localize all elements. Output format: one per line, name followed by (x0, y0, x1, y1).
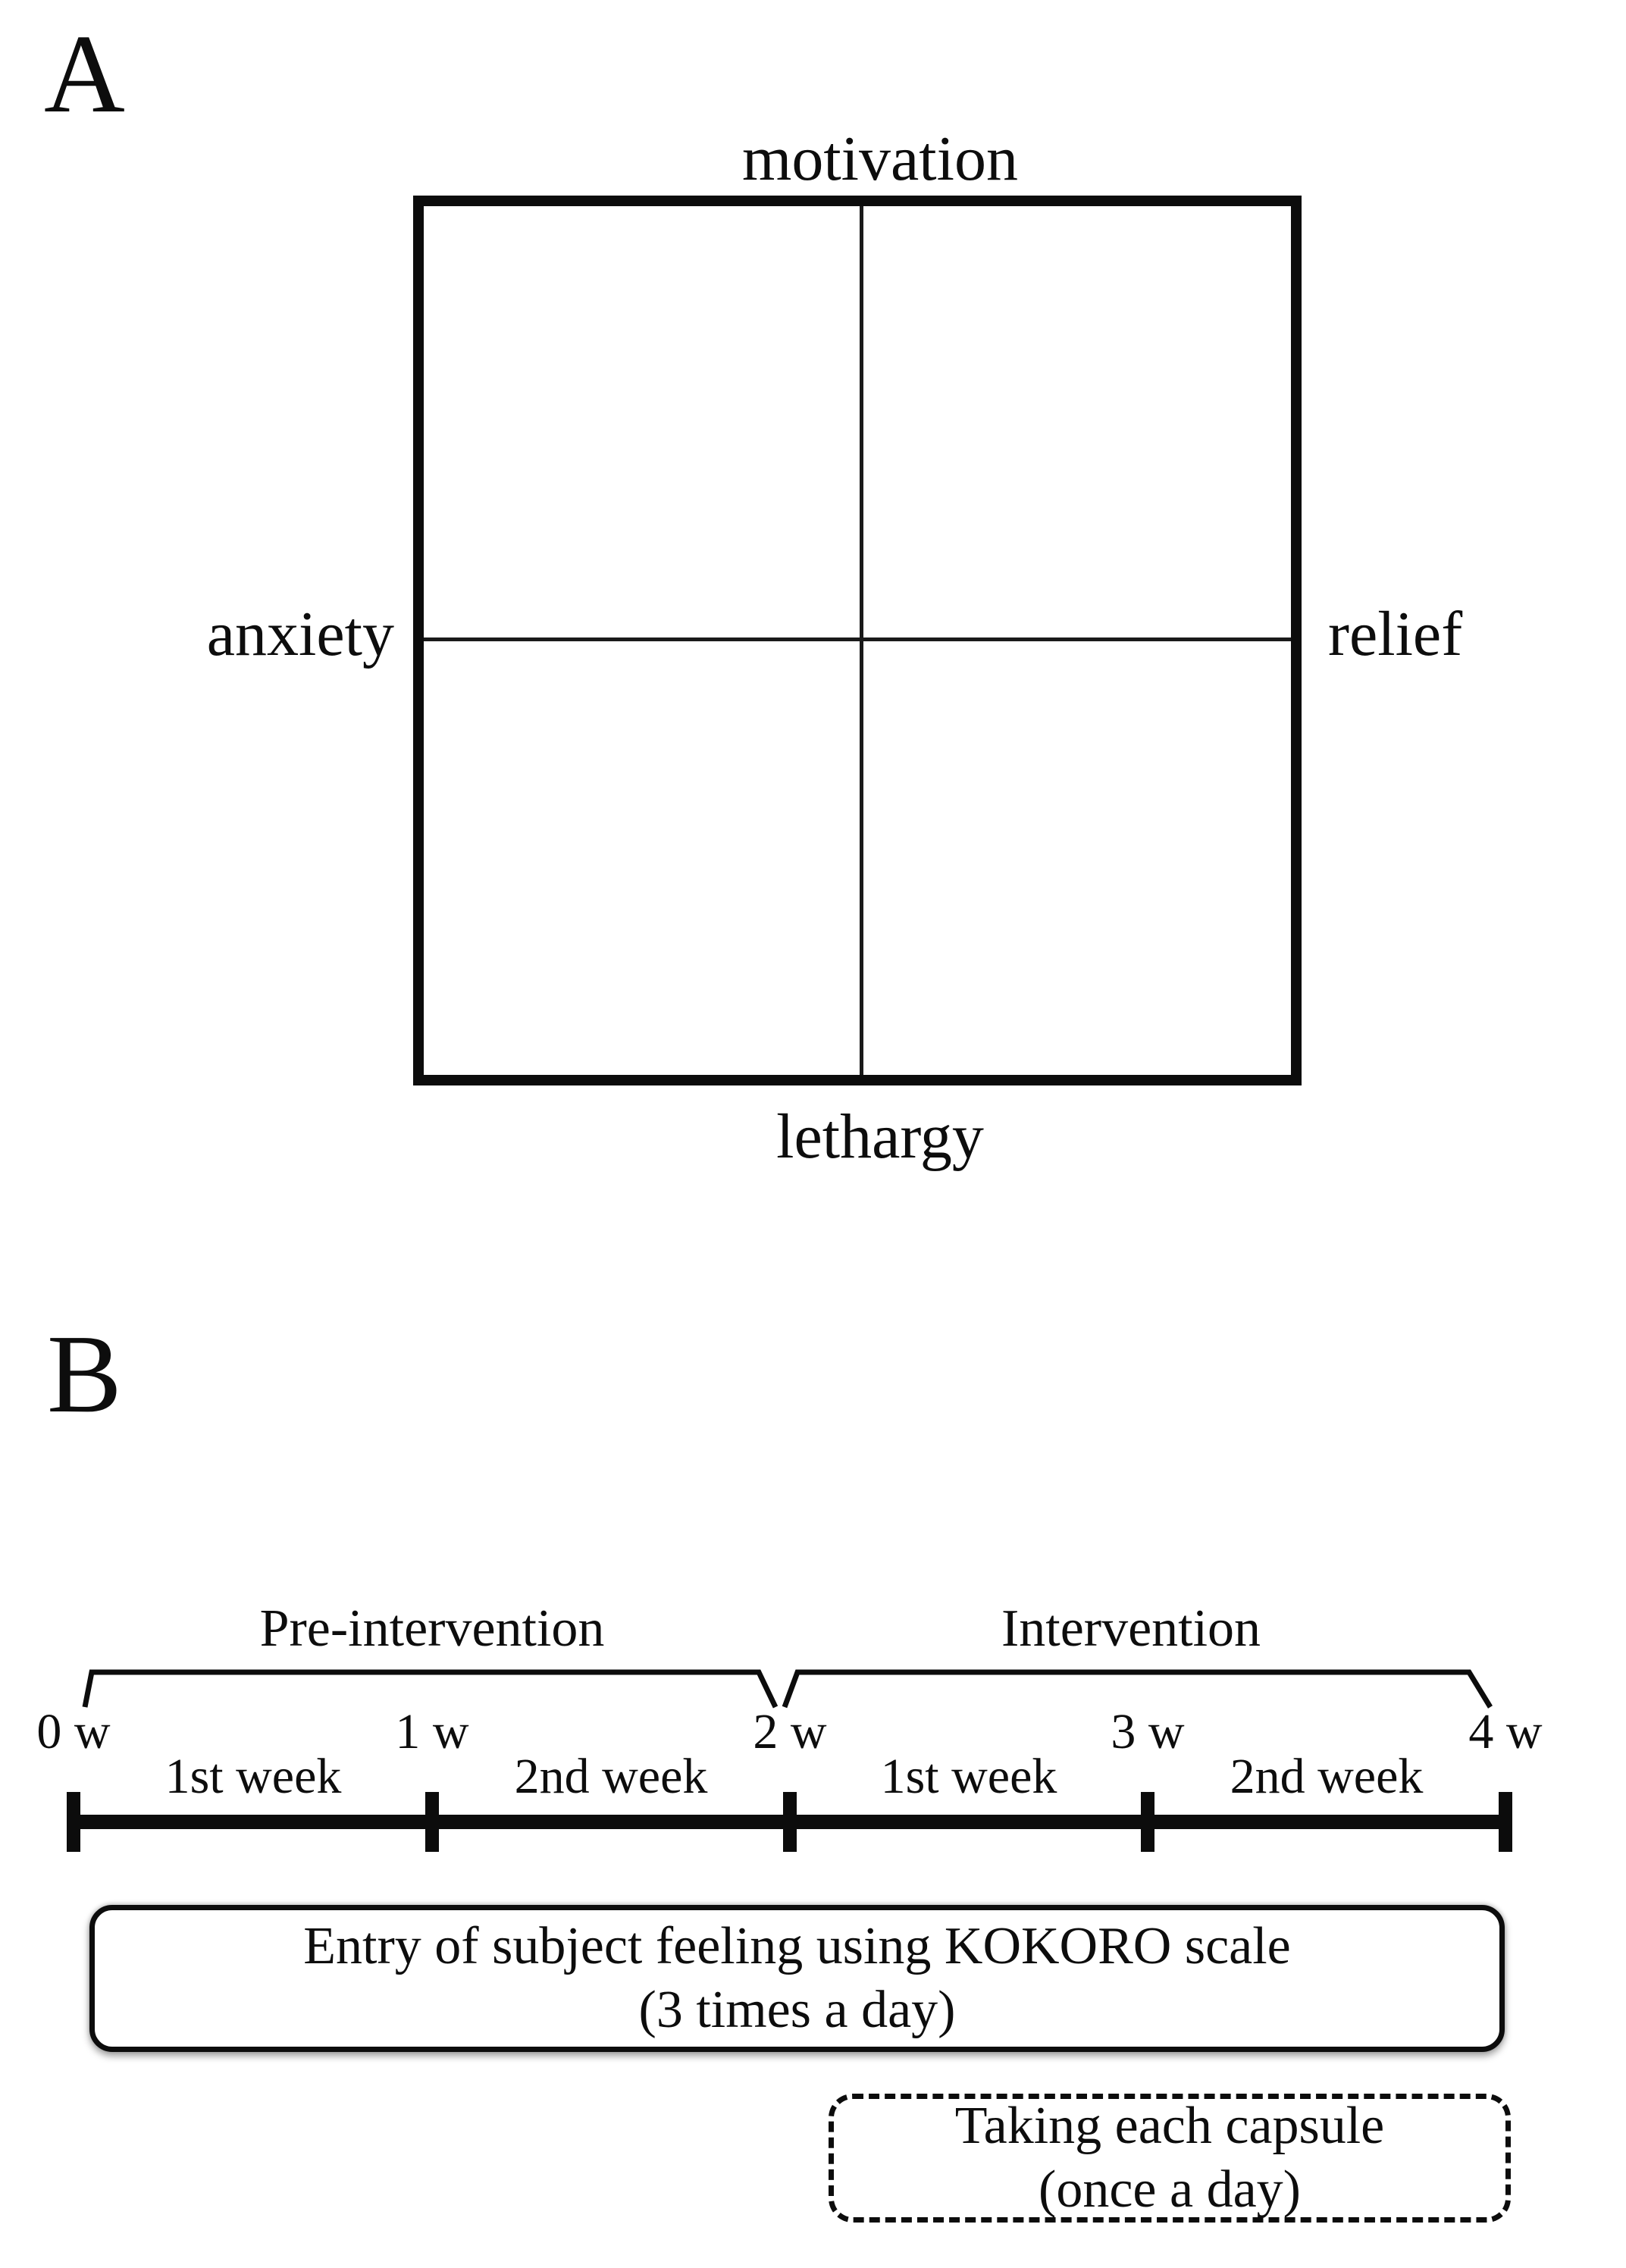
phase-brackets (82, 1669, 1493, 1709)
phase-label-pre-intervention: Pre-intervention (259, 1599, 605, 1658)
phase-label-intervention: Intervention (1001, 1599, 1261, 1658)
timeline-tick-1w (425, 1792, 439, 1852)
axis-label-anxiety: anxiety (206, 599, 394, 669)
capsule-box-line2: (once a day) (1039, 2160, 1301, 2219)
capsule-box-line1: Taking each capsule (954, 2097, 1385, 2155)
phase-bracket-intervention (782, 1669, 1493, 1709)
phase-bracket-pre-intervention (82, 1669, 779, 1709)
timeline-tick-0w (67, 1792, 80, 1852)
timeline-tick-4w (1499, 1792, 1512, 1852)
kokoro-entry-box: Entry of subject feeling using KOKORO sc… (89, 1905, 1505, 2052)
segment-label-int-2nd-week: 2nd week (1230, 1749, 1424, 1804)
week-mark-2w: 2 w (753, 1704, 827, 1759)
mood-square (413, 196, 1302, 1085)
kokoro-entry-box-line1: Entry of subject feeling using KOKORO sc… (303, 1917, 1291, 1975)
panel-a-label: A (44, 12, 125, 136)
week-mark-4w: 4 w (1468, 1704, 1543, 1759)
axis-label-lethargy: lethargy (776, 1101, 984, 1172)
segment-label-pre-1st-week: 1st week (164, 1749, 342, 1804)
timeline-tick-3w (1141, 1792, 1154, 1852)
segment-label-pre-2nd-week: 2nd week (514, 1749, 708, 1804)
kokoro-entry-box-line2: (3 times a day) (638, 1981, 956, 2039)
axis-label-relief: relief (1328, 599, 1463, 669)
week-mark-3w: 3 w (1111, 1704, 1185, 1759)
panel-b-label: B (47, 1312, 122, 1436)
timeline-tick-2w (783, 1792, 797, 1852)
week-mark-1w: 1 w (395, 1704, 469, 1759)
axis-label-motivation: motivation (742, 124, 1018, 194)
segment-label-int-1st-week: 1st week (880, 1749, 1057, 1804)
mood-square-horizontal-axis (424, 637, 1291, 641)
capsule-box: Taking each capsule (once a day) (829, 2094, 1511, 2223)
week-mark-0w: 0 w (36, 1704, 111, 1759)
